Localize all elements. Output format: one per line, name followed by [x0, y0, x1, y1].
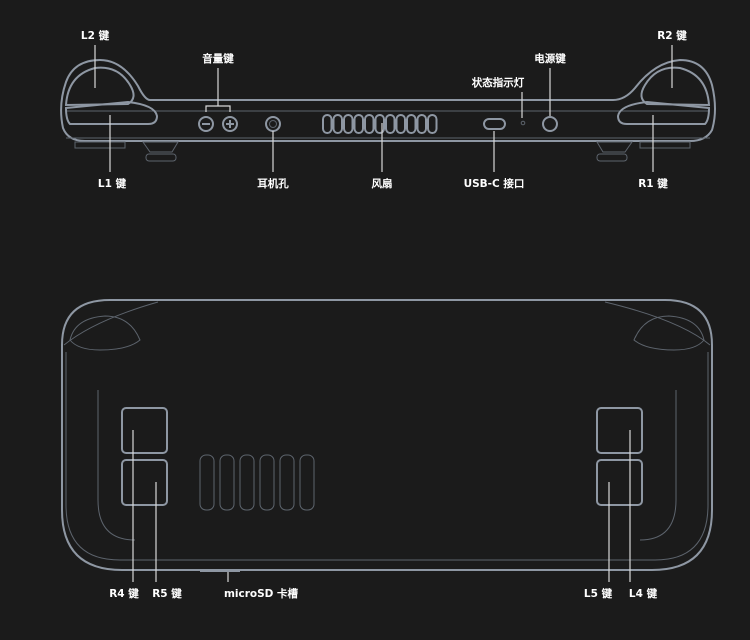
back-vent-slot: [279, 454, 295, 511]
fan-slot: [322, 114, 333, 134]
fan-slot: [374, 114, 385, 134]
usb-c-port: [483, 118, 506, 130]
label-status-led: 状态指示灯: [472, 76, 525, 89]
back-vents: [199, 454, 315, 511]
r1-bumper: [616, 100, 711, 125]
back-vent-slot: [259, 454, 275, 511]
volume-down-button[interactable]: [198, 116, 214, 132]
label-l4: L4 键: [629, 587, 658, 600]
headphone-jack: [265, 116, 281, 132]
volume-up-button[interactable]: [222, 116, 238, 132]
fan-slot: [332, 114, 343, 134]
l4-button[interactable]: [596, 407, 643, 454]
fan-slot: [353, 114, 364, 134]
power-button[interactable]: [542, 116, 558, 132]
back-view-device: [61, 299, 713, 572]
label-headphone: 耳机孔: [257, 177, 289, 190]
l2-trigger: [64, 66, 135, 107]
l5-button[interactable]: [596, 459, 643, 506]
top-leaders: [94, 45, 673, 172]
label-microsd: microSD 卡槽: [224, 587, 299, 600]
fan-slot: [385, 114, 396, 134]
r5-button[interactable]: [121, 459, 168, 506]
label-r5: R5 键: [152, 587, 182, 600]
back-vent-slot: [199, 454, 215, 511]
label-r4: R4 键: [109, 587, 139, 600]
label-r2: R2 键: [657, 29, 687, 42]
label-r1: R1 键: [638, 177, 668, 190]
back-leaders: [132, 430, 631, 582]
label-usbc: USB-C 接口: [464, 177, 525, 190]
top-view-device: [60, 58, 716, 162]
fan-slot: [343, 114, 354, 134]
fan-slot: [364, 114, 375, 134]
label-l1: L1 键: [98, 177, 127, 190]
r4-button[interactable]: [121, 407, 168, 454]
label-power: 电源键: [534, 52, 566, 65]
back-vent-slot: [219, 454, 235, 511]
fan-slot: [406, 114, 417, 134]
status-led: [520, 120, 526, 126]
label-l5: L5 键: [584, 587, 613, 600]
r2-trigger: [640, 66, 711, 107]
back-vent-slot: [239, 454, 255, 511]
fan-slot: [427, 114, 438, 134]
label-fan: 风扇: [372, 177, 393, 190]
l1-bumper: [64, 100, 159, 125]
label-l2: L2 键: [81, 29, 110, 42]
fan-vents: [322, 114, 438, 134]
label-volume: 音量键: [202, 52, 234, 65]
fan-slot: [416, 114, 427, 134]
fan-slot: [395, 114, 406, 134]
back-vent-slot: [299, 454, 315, 511]
